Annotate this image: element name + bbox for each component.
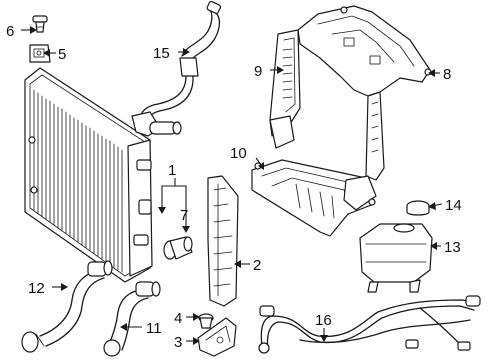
part-6-radiator-cap: [32, 15, 48, 33]
callout-1: 1: [168, 162, 176, 179]
callout-14: 14: [445, 197, 462, 214]
callout-11: 11: [146, 320, 162, 337]
part-8-upper-support: [297, 5, 432, 181]
part-1-radiator: [24, 67, 153, 283]
callout-8: 8: [443, 66, 451, 83]
part-5-bracket: [29, 44, 51, 63]
callout-labels: 1 2 3 4 5 6 7 8 9 10 11 12 13 14 15 16: [6, 23, 462, 351]
part-14-reservoir-cap: [406, 200, 430, 216]
callout-2: 2: [253, 257, 261, 274]
leader-lines: [21, 26, 443, 345]
callout-10: 10: [230, 145, 247, 162]
part-10-air-deflector: [251, 159, 377, 237]
callout-9: 9: [254, 63, 262, 80]
callout-13: 13: [444, 239, 461, 256]
callout-15: 15: [153, 45, 170, 62]
part-9-shroud-frame: [269, 29, 301, 149]
part-3-lower-bracket: [197, 317, 237, 357]
part-11-lower-hose: [103, 281, 161, 357]
callout-12: 12: [28, 280, 45, 297]
part-2-side-air-guide: [207, 175, 239, 307]
callout-4: 4: [174, 310, 182, 327]
callout-5: 5: [58, 46, 66, 63]
part-16-vent-lines: [258, 295, 481, 354]
part-15-upper-hose: [131, 0, 222, 137]
callout-7: 7: [180, 207, 188, 224]
callout-6: 6: [6, 23, 14, 40]
part-7-grommet: [163, 236, 193, 260]
part-4-clip: [198, 313, 214, 329]
callout-3: 3: [174, 334, 182, 351]
callout-16: 16: [315, 312, 332, 329]
part-12-lower-hose: [21, 260, 113, 353]
part-13-expansion-tank: [359, 223, 433, 293]
